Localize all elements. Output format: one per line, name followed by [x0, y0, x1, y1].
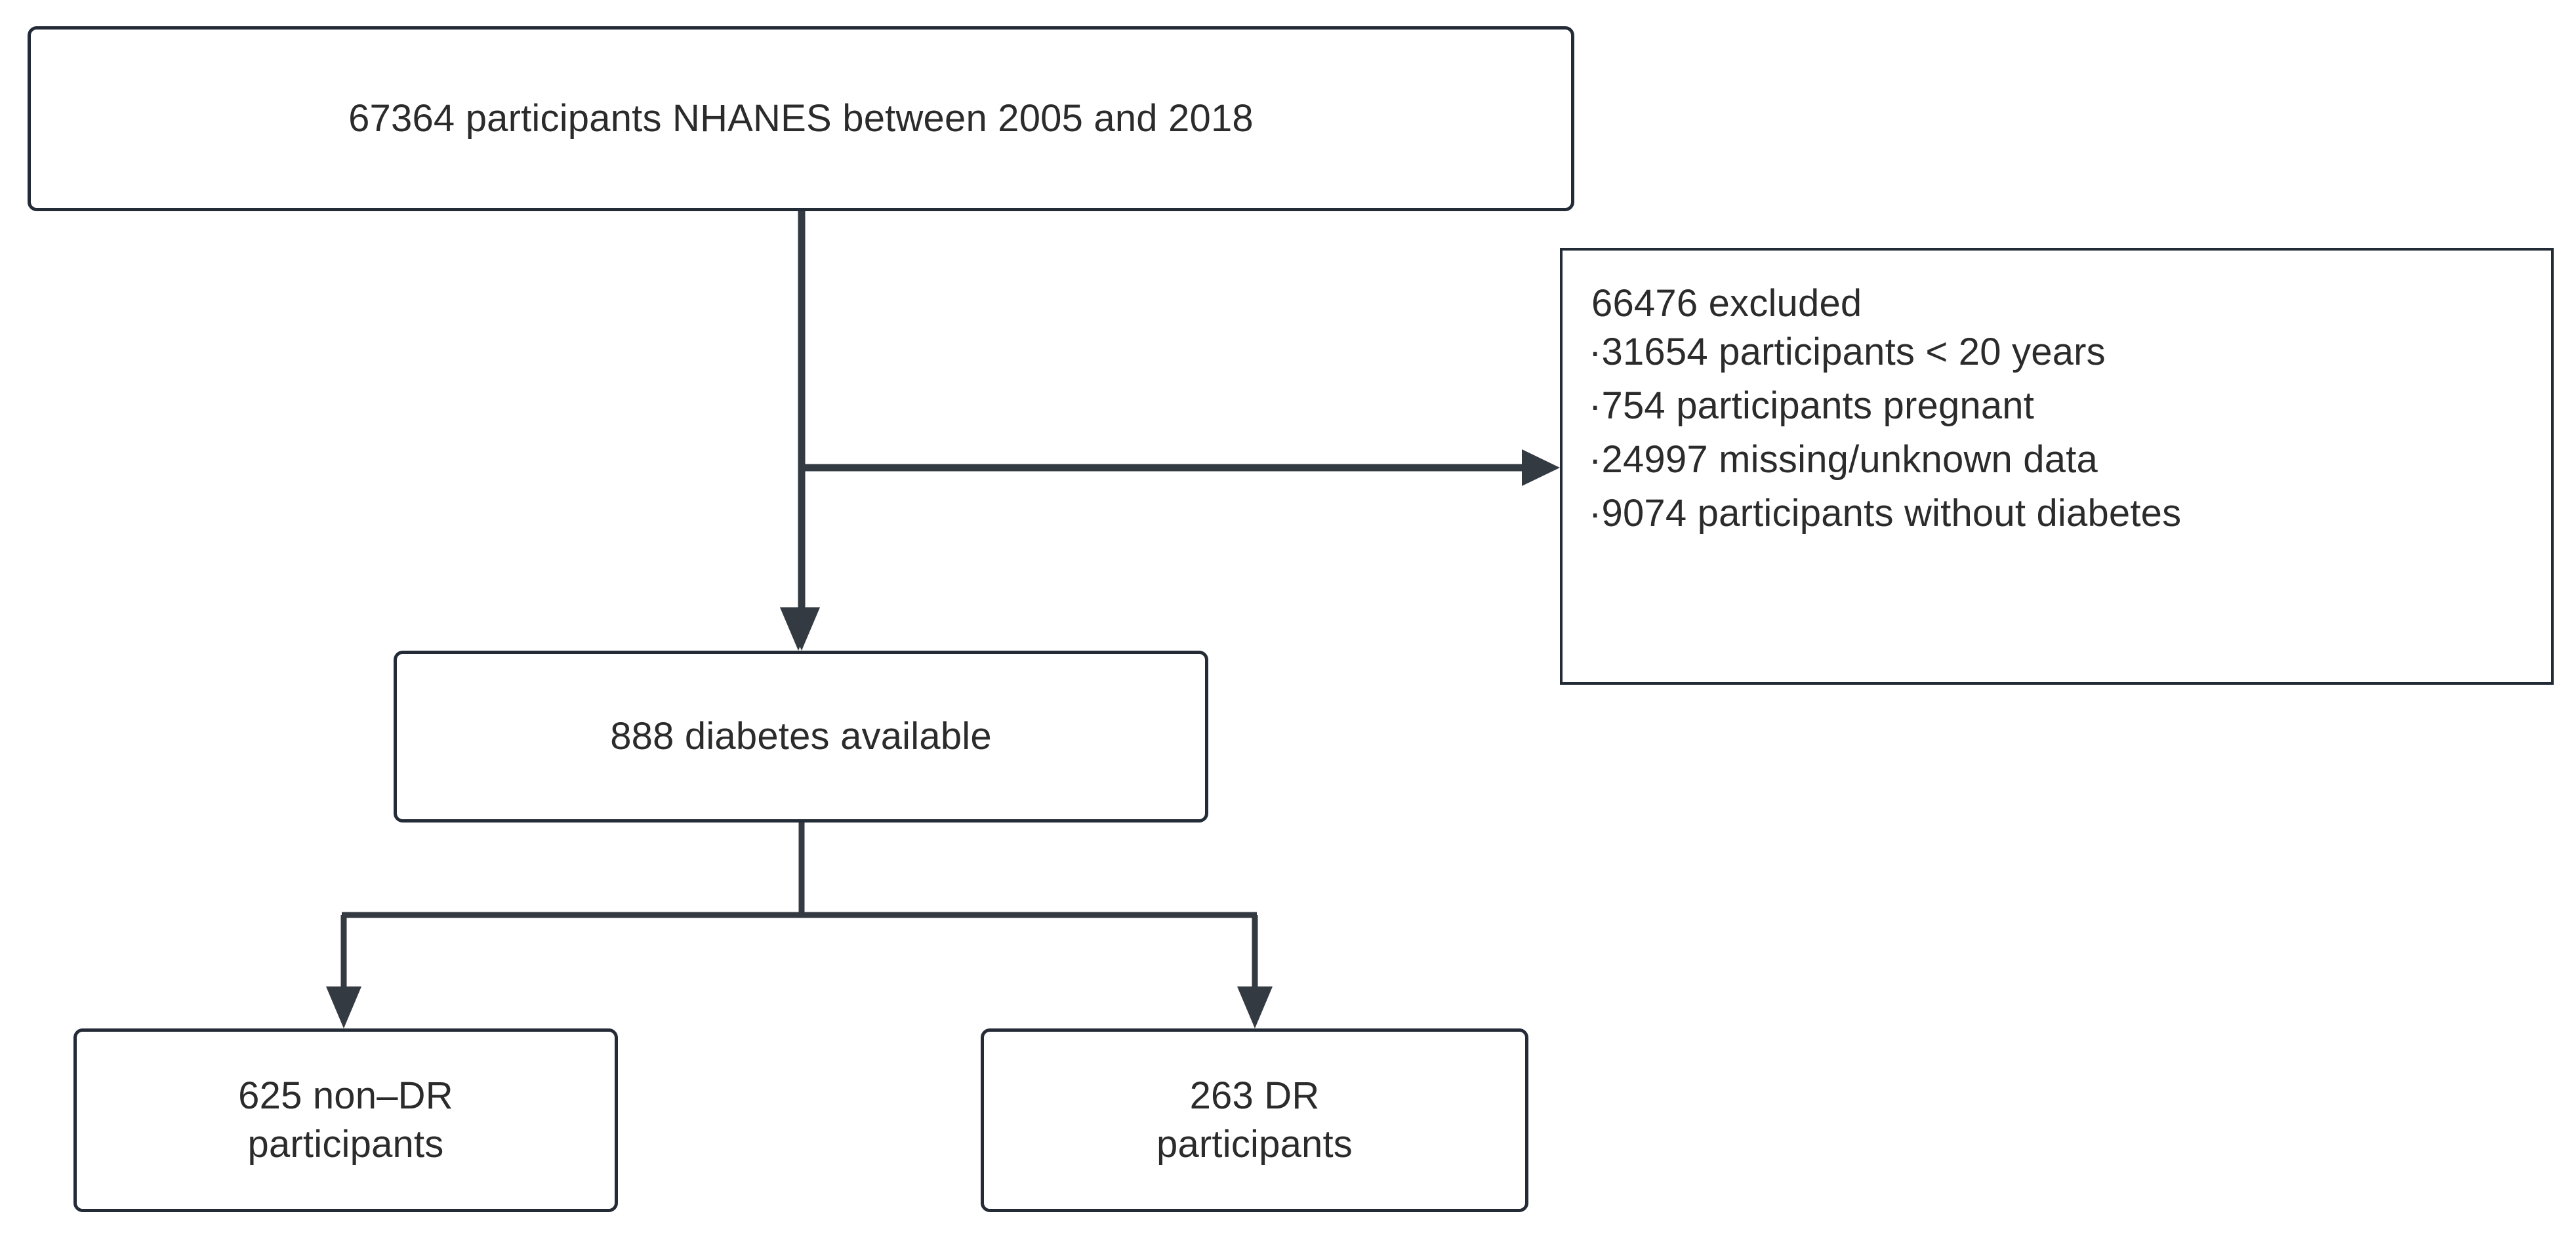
excluded-reason-label: 754 participants pregnant: [1601, 384, 2035, 427]
bullet-icon: ·: [1589, 384, 1602, 427]
excluded-reason-item: ·9074 participants without diabetes: [1589, 495, 2551, 533]
excluded-reason-label: 24997 missing/unknown data: [1601, 438, 2098, 481]
bullet-icon: ·: [1589, 438, 1602, 481]
arrowhead-down-dr: [1237, 986, 1273, 1028]
excluded-reason-item: ·24997 missing/unknown data: [1589, 441, 2551, 479]
node-excluded-participants: 66476 excluded ·31654 participants < 20 …: [1560, 248, 2554, 685]
node-non-dr-participants: 625 non–DR participants: [73, 1028, 618, 1212]
bullet-icon: ·: [1589, 492, 1602, 535]
bullet-icon: ·: [1589, 331, 1602, 373]
node-diabetes-available: 888 diabetes available: [394, 651, 1208, 823]
excluded-reason-item: ·754 participants pregnant: [1589, 387, 2551, 425]
arrowhead-down-available: [783, 607, 820, 651]
node-diabetes-available-label: 888 diabetes available: [610, 714, 992, 758]
node-dr-participants: 263 DR participants: [981, 1028, 1528, 1212]
excluded-reason-list: ·31654 participants < 20 years ·754 part…: [1589, 333, 2551, 533]
excluded-reason-label: 31654 participants < 20 years: [1601, 331, 2106, 373]
node-total-participants-label: 67364 participants NHANES between 2005 a…: [348, 96, 1254, 140]
node-total-participants: 67364 participants NHANES between 2005 a…: [28, 26, 1574, 211]
node-dr-participants-label: 263 DR participants: [1156, 1074, 1353, 1166]
node-non-dr-participants-label: 625 non–DR participants: [238, 1074, 453, 1166]
arrowhead-down-nondr: [326, 986, 361, 1028]
excluded-reason-item: ·31654 participants < 20 years: [1589, 333, 2551, 371]
excluded-reason-label: 9074 participants without diabetes: [1601, 492, 2182, 535]
arrowhead-right-excluded: [1522, 449, 1560, 486]
excluded-heading: 66476 excluded: [1591, 282, 1862, 325]
